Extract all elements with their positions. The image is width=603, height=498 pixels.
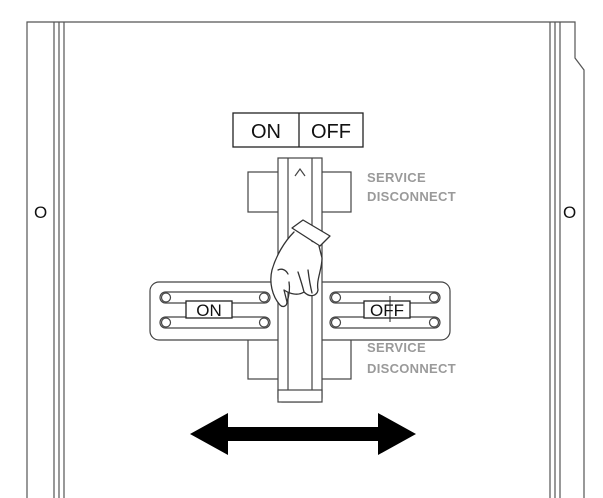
top-on-label: ON [251,121,281,143]
pointing-hand-icon [270,219,331,308]
upper-service-label-line2: DISCONNECT [367,189,456,204]
lower-service-label-line1: SERVICE [367,340,426,355]
top-on-off-label: ON OFF [232,112,364,148]
slider-off-position: OFF [363,296,411,322]
top-off-label: OFF [311,121,351,143]
slider-on-position: ON [185,300,233,320]
left-side-mark: O [34,203,47,222]
slider-on-label: ON [196,301,222,320]
lower-service-label-line2: DISCONNECT [367,361,456,376]
double-headed-arrow-icon [190,413,416,455]
panel-frame [26,21,585,498]
right-side-mark: O [563,203,576,222]
upper-service-label-line1: SERVICE [367,170,426,185]
slider-off-label: OFF [370,301,404,320]
